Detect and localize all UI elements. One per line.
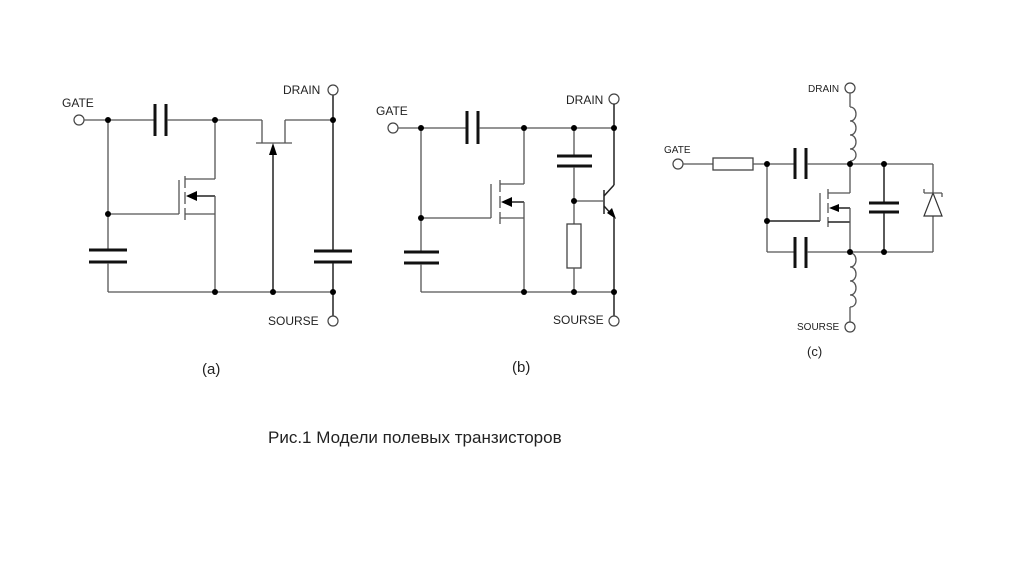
gate-label-a: GATE <box>62 96 94 110</box>
source-terminal-c <box>844 321 856 333</box>
capacitor-gs-c <box>793 237 808 268</box>
resistor-b <box>566 223 582 269</box>
bjt-npn-b <box>574 184 616 316</box>
capacitor-cb-b <box>557 154 592 168</box>
source-label-b: SOURSE <box>553 313 604 327</box>
drain-terminal-c <box>844 82 856 94</box>
capacitor-gs-b <box>404 250 439 265</box>
drain-label-c: DRAIN <box>808 84 839 95</box>
circuit-label-b: (b) <box>512 359 530 376</box>
jfet-a <box>256 120 292 292</box>
circuit-label-c: (c) <box>807 344 822 359</box>
source-label-a: SOURSE <box>268 314 319 328</box>
figure-caption: Рис.1 Модели полевых транзисторов <box>268 428 562 447</box>
gate-terminal-c <box>672 158 684 170</box>
capacitor-ds-a <box>314 249 352 264</box>
circuit-label-a: (a) <box>202 361 220 378</box>
source-terminal-b <box>608 315 620 327</box>
source-label-c: SOURSE <box>797 322 840 333</box>
mosfet-c <box>767 164 851 253</box>
capacitor-series-b <box>465 111 480 144</box>
zener-diode-c <box>923 164 943 252</box>
gate-terminal-b <box>387 122 399 134</box>
capacitor-gd-c <box>793 148 808 179</box>
resistor-gate-c <box>712 157 754 171</box>
capacitor-ds-c <box>869 201 899 214</box>
inductor-source-c <box>849 252 857 308</box>
mosfet-a <box>108 120 216 292</box>
gate-label-c: GATE <box>664 145 691 156</box>
capacitor-gs-a <box>89 248 127 264</box>
drain-terminal-b <box>608 93 620 105</box>
gate-label-b: GATE <box>376 104 408 118</box>
mosfet-b <box>421 128 525 292</box>
capacitor-series-a <box>153 104 168 136</box>
inductor-drain-c <box>849 106 857 162</box>
drain-label-b: DRAIN <box>566 93 603 107</box>
drain-terminal-a <box>327 84 339 96</box>
source-terminal-a <box>327 315 339 327</box>
gate-terminal-a <box>73 114 85 126</box>
circuit-c: GATE DRAIN SOURSE <box>664 82 943 359</box>
drain-label-a: DRAIN <box>283 83 320 97</box>
circuit-a: GATE DRAIN SOURSE <box>62 83 352 378</box>
circuit-b: GATE DRAIN SOURSE <box>376 93 620 376</box>
